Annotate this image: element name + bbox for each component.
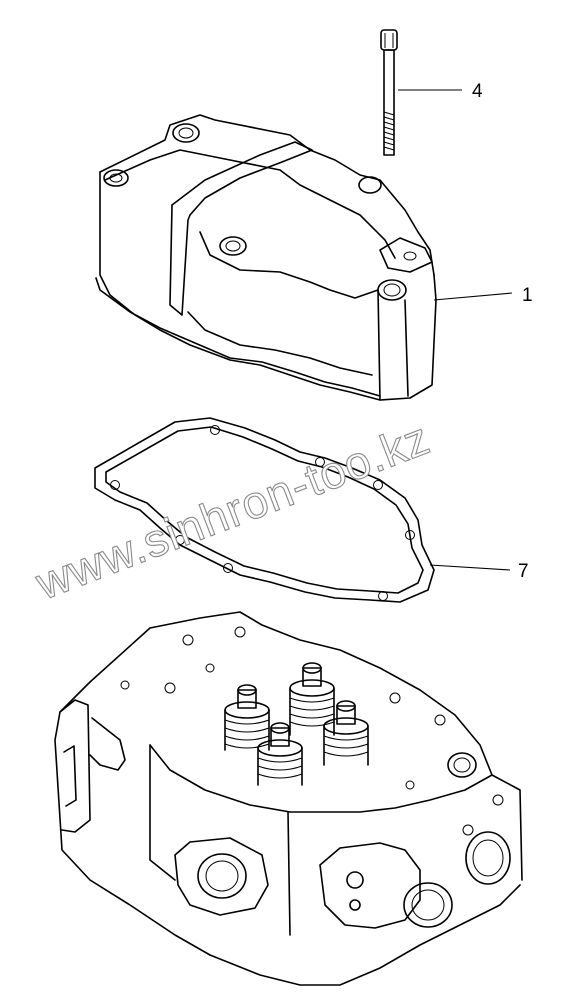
valve-cover [95,114,437,401]
watermark: www.sinhron-too.kz [28,411,437,609]
callout-bolt: 4 [398,81,483,102]
cover-bolt [380,29,398,156]
cylinder-head [54,611,523,986]
bolt-thread [383,111,395,151]
callout-label-gasket: 7 [518,561,529,582]
callout-gasket: 7 [429,561,529,582]
valve-spring-rear-right [289,662,335,736]
valve-spring-rear-left [224,684,270,751]
cover-gasket [94,417,435,603]
callout-label-cover: 1 [522,285,533,306]
valve-spring-front-left [257,722,303,786]
valve-spring-front-right [323,700,369,766]
callout-label-bolt: 4 [472,81,483,102]
callout-cover: 1 [433,285,533,306]
